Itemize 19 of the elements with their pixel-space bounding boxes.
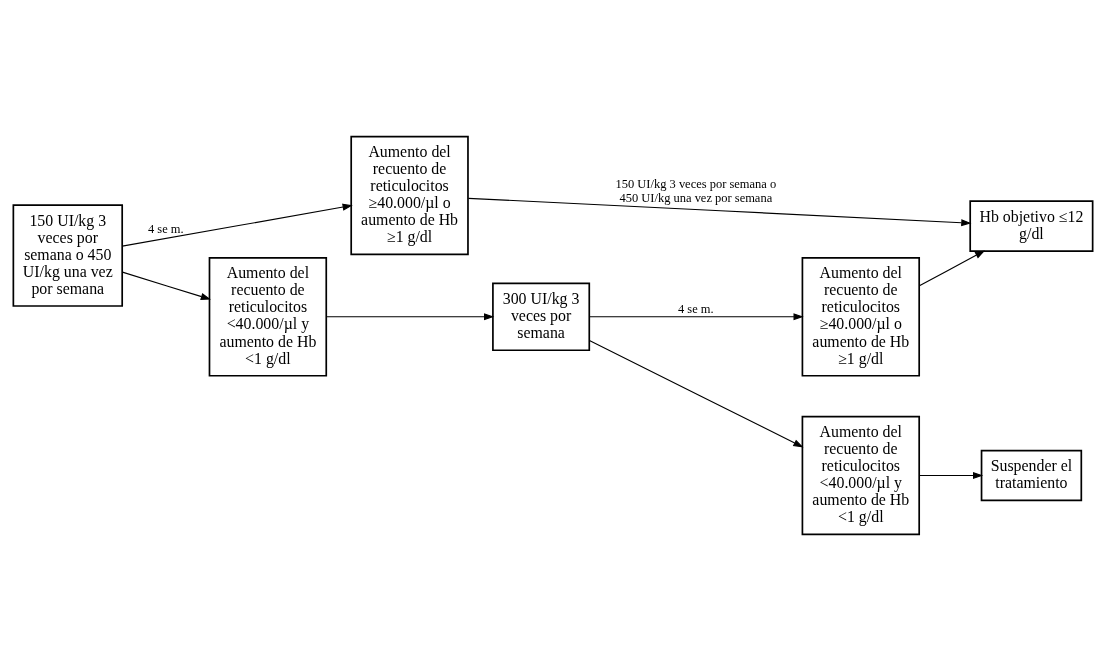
node-box: 150 UI/kg 3 veces por semana o 450 UI/kg una vez por semana bbox=[12, 203, 124, 307]
node-box: Aumento del recuento de reticulocitos ≥40.000/µl o aumento de Hb ≥1 g/dl bbox=[350, 135, 469, 255]
node-box: Aumento del recuento de reticulocitos <40.000/µl y aumento de Hb <1 g/dl bbox=[801, 415, 921, 535]
arrow bbox=[325, 312, 495, 320]
edge-label: 150 UI/kg 3 veces por semana o 450 UI/kg una vez por semana bbox=[615, 176, 777, 205]
arrow bbox=[918, 471, 984, 479]
node-box: 300 UI/kg 3 veces por semana bbox=[492, 282, 591, 351]
arrow bbox=[918, 249, 986, 286]
arrow bbox=[121, 203, 353, 247]
node-box: Suspender el tratamiento bbox=[980, 449, 1083, 501]
edge-label: 4 se m. bbox=[678, 301, 714, 316]
node-box: Aumento del recuento de reticulocitos ≥40.000/µl o aumento de Hb ≥1 g/dl bbox=[801, 256, 921, 377]
arrow bbox=[121, 271, 211, 300]
arrow bbox=[588, 312, 804, 320]
arrow bbox=[467, 197, 972, 226]
arrow bbox=[588, 339, 804, 447]
edge-label: 4 se m. bbox=[148, 221, 184, 236]
node-box: Aumento del recuento de reticulocitos <40.000/µl y aumento de Hb <1 g/dl bbox=[208, 256, 328, 377]
node-box: Hb objetivo ≤12 g/dl bbox=[969, 199, 1094, 252]
